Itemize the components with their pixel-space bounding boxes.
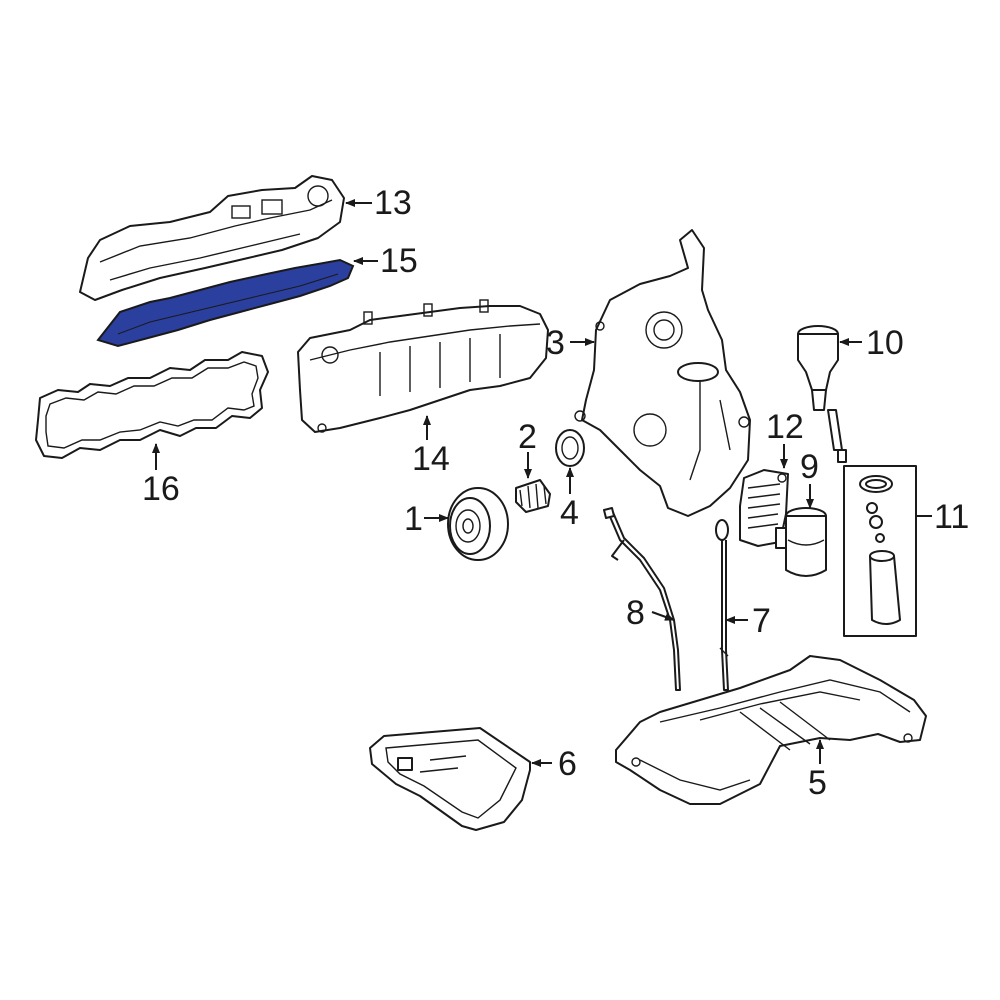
callout-9: 9 — [800, 448, 819, 486]
callout-5: 5 — [808, 764, 827, 802]
callout-1: 1 — [404, 500, 423, 538]
callout-2: 2 — [518, 418, 537, 456]
filter-kit-11[interactable] — [843, 465, 917, 637]
filter-housing-9[interactable] — [775, 507, 827, 577]
dipstick-tube-8[interactable] — [603, 507, 681, 691]
sprocket-2[interactable] — [515, 479, 551, 513]
callout-labels: 13 15 14 16 3 10 11 12 9 2 4 1 8 7 6 5 — [142, 184, 969, 802]
oil-pan-upper-5[interactable] — [615, 655, 927, 805]
valve-cover-gasket-15[interactable] — [96, 258, 355, 348]
callout-11: 11 — [934, 498, 969, 536]
gasket-16[interactable] — [35, 351, 269, 459]
callout-4: 4 — [560, 494, 579, 532]
gasket-15-shape[interactable] — [96, 258, 355, 348]
oil-filter-housing-10[interactable] — [797, 325, 847, 463]
callout-16: 16 — [142, 470, 180, 508]
callout-15: 15 — [380, 242, 418, 280]
callout-10: 10 — [866, 324, 904, 362]
crank-pulley-1[interactable] — [447, 487, 509, 561]
callout-3: 3 — [546, 324, 565, 362]
timing-cover-3[interactable] — [574, 229, 751, 517]
dipstick-7[interactable] — [715, 519, 729, 691]
cylinder-head-14[interactable] — [297, 299, 549, 433]
callout-14: 14 — [412, 440, 450, 478]
callout-8: 8 — [626, 594, 645, 632]
valve-cover-13[interactable] — [79, 175, 345, 301]
oil-pan-lower-6[interactable] — [369, 727, 531, 831]
callout-6: 6 — [558, 745, 577, 783]
callout-13: 13 — [374, 184, 412, 222]
callout-7: 7 — [752, 602, 771, 640]
callout-12: 12 — [766, 408, 804, 446]
leader-lines — [152, 199, 932, 767]
seal-4[interactable] — [555, 429, 585, 467]
